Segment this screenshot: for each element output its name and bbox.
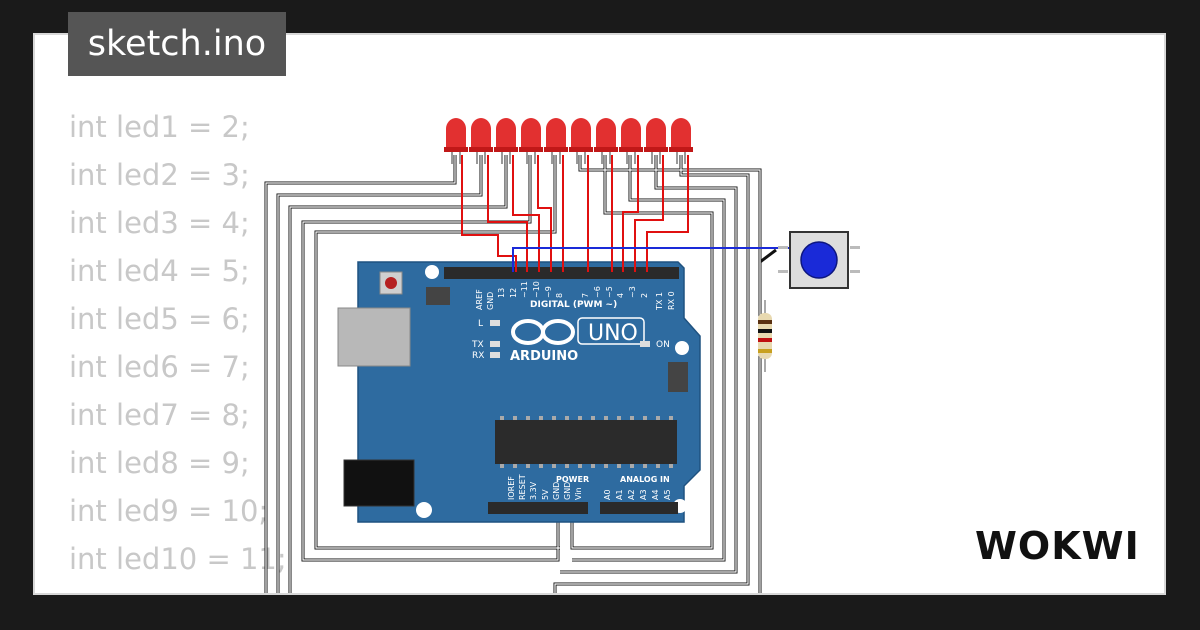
pin-label: 2 bbox=[640, 293, 649, 298]
pin-label: ~9 bbox=[544, 286, 553, 298]
red-led bbox=[669, 118, 693, 164]
mounting-hole bbox=[416, 502, 432, 518]
wokwi-logo: WOKWI bbox=[975, 524, 1140, 568]
arduino-board: UNO ARDUINO DIGITAL (PWM ~) POWER ANALOG… bbox=[337, 261, 701, 523]
resistor bbox=[758, 300, 772, 372]
red-led bbox=[469, 118, 493, 164]
pin-label: A4 bbox=[651, 489, 660, 500]
red-led bbox=[644, 118, 668, 164]
arduino-logo bbox=[511, 319, 575, 345]
pin-label: GND bbox=[563, 482, 572, 500]
pin-label: 3.3V bbox=[529, 481, 538, 500]
file-tab[interactable]: sketch.ino bbox=[68, 12, 286, 76]
tx-label: TX bbox=[471, 340, 484, 350]
pin-label: AREF bbox=[475, 289, 484, 310]
power-jack bbox=[343, 459, 415, 507]
led-row bbox=[444, 118, 693, 164]
code-line: int led9 = 10; bbox=[69, 494, 269, 528]
pin-label: RESET bbox=[518, 474, 527, 500]
code-line: int led7 = 8; bbox=[69, 398, 250, 432]
code-line: int led4 = 5; bbox=[69, 254, 250, 288]
pin-label: IOREF bbox=[507, 476, 516, 500]
red-led bbox=[594, 118, 618, 164]
pin-label: A5 bbox=[663, 489, 672, 500]
pin-label: TX 1 bbox=[655, 292, 664, 311]
code-line: int led5 = 6; bbox=[69, 302, 250, 336]
red-led bbox=[569, 118, 593, 164]
board-brand: ARDUINO bbox=[510, 349, 578, 364]
pin-label: ~6 bbox=[593, 286, 602, 298]
code-line: int led1 = 2; bbox=[69, 110, 250, 144]
l-label: L bbox=[478, 319, 483, 329]
board-model: UNO bbox=[588, 321, 638, 346]
red-led bbox=[544, 118, 568, 164]
ground-wires-white bbox=[265, 155, 761, 593]
pushbutton[interactable] bbox=[778, 231, 860, 289]
signal-wires bbox=[461, 155, 689, 272]
code-line: int led3 = 4; bbox=[69, 206, 250, 240]
pin-label: A3 bbox=[639, 489, 648, 500]
pin-label: GND bbox=[552, 482, 561, 500]
atmega-chip bbox=[495, 420, 677, 464]
code-line: int led2 = 3; bbox=[69, 158, 250, 192]
pin-label: Vin bbox=[574, 487, 583, 500]
code-line: int led6 = 7; bbox=[69, 350, 250, 384]
pin-label: ~10 bbox=[532, 281, 541, 298]
code-line: int led8 = 9; bbox=[69, 446, 250, 480]
pin-label: 13 bbox=[497, 288, 506, 298]
pin-label: 8 bbox=[555, 293, 564, 298]
pin-label: A0 bbox=[603, 489, 612, 500]
pin-label: A1 bbox=[615, 489, 624, 500]
pin-label: ~3 bbox=[628, 286, 637, 298]
pin-label: RX 0 bbox=[667, 291, 676, 310]
red-led bbox=[494, 118, 518, 164]
pin-label: 5V bbox=[541, 489, 550, 500]
analog-header-strip bbox=[600, 502, 678, 514]
on-label: ON bbox=[656, 340, 670, 350]
power-label: POWER bbox=[556, 475, 589, 484]
pin-label: 12 bbox=[509, 288, 518, 298]
top-pin-labels: AREF GND 13 12 ~11 ~10 ~9 8 7 ~6 ~5 4 ~3… bbox=[475, 281, 676, 311]
red-led bbox=[619, 118, 643, 164]
pin-label: A2 bbox=[627, 489, 636, 500]
mounting-hole bbox=[425, 265, 439, 279]
power-header-strip bbox=[488, 502, 588, 514]
digital-header bbox=[444, 267, 679, 279]
pin-label: GND bbox=[486, 292, 495, 310]
rx-label: RX bbox=[472, 351, 484, 361]
usb-connector bbox=[337, 307, 411, 367]
bottom-pin-labels: IOREF RESET 3.3V 5V GND GND Vin A0 A1 A2… bbox=[507, 474, 672, 500]
red-led bbox=[444, 118, 468, 164]
code-listing: int led1 = 2; int led2 = 3; int led3 = 4… bbox=[69, 103, 287, 583]
pin-label: ~11 bbox=[520, 281, 529, 298]
pin-label: 4 bbox=[616, 293, 625, 298]
button-signal-wire bbox=[512, 247, 790, 272]
pin-label: ~5 bbox=[605, 286, 614, 298]
mounting-hole bbox=[675, 341, 689, 355]
red-led bbox=[519, 118, 543, 164]
digital-label: DIGITAL (PWM ~) bbox=[530, 300, 617, 310]
analog-label: ANALOG IN bbox=[620, 475, 670, 484]
pin-label: 7 bbox=[581, 293, 590, 298]
